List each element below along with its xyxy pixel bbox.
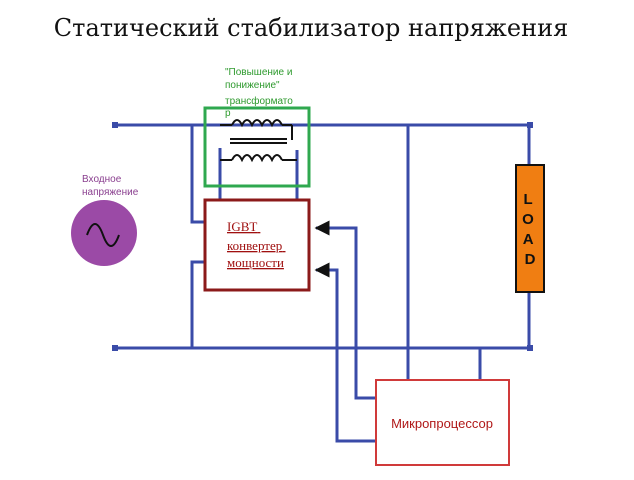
igbt-converter-box	[203, 198, 311, 292]
igbt-label: IGBT конвертер мощности	[227, 219, 285, 270]
igbt-label-line-2: конвертер	[227, 238, 282, 253]
transformer-label-line-4: р	[225, 108, 231, 119]
bottom-left-terminal	[112, 345, 118, 351]
load-label-l: L	[523, 191, 532, 208]
control-wire-lower	[314, 262, 376, 443]
page-title: Статический стабилизатор напряжения	[54, 14, 568, 42]
igbt-label-line-1: IGBT	[227, 219, 257, 234]
transformer-label-line-1: "Повышение и	[225, 67, 292, 78]
input-label: Входное напряжение	[82, 174, 139, 198]
input-label-line-1: Входное	[82, 174, 122, 185]
microprocessor-label: Микропроцессор	[391, 416, 493, 431]
load-block	[515, 164, 545, 293]
load-label-d: D	[525, 251, 536, 268]
load-label-o: O	[522, 211, 534, 228]
microprocessor-box	[375, 379, 510, 466]
transformer-label: "Повышение и понижение" трансформато р	[225, 67, 296, 119]
sine-wave-source-icon	[86, 223, 120, 247]
top-left-terminal	[112, 122, 118, 128]
control-wire-upper	[314, 220, 376, 400]
load-label-a: A	[523, 231, 534, 248]
transformer-label-line-3: трансформато	[225, 95, 293, 107]
igbt-bottom-left-wire	[190, 260, 205, 348]
load-label: L O A D	[522, 191, 538, 268]
transformer-label-line-2: понижение"	[225, 80, 280, 91]
input-label-line-2: напряжение	[82, 187, 139, 198]
igbt-label-line-3: мощности	[227, 255, 284, 270]
input-voltage-source	[71, 200, 137, 266]
transformer-box	[203, 106, 311, 188]
transformer-coil-icon	[220, 119, 297, 163]
igbt-top-left-wire	[190, 125, 205, 224]
